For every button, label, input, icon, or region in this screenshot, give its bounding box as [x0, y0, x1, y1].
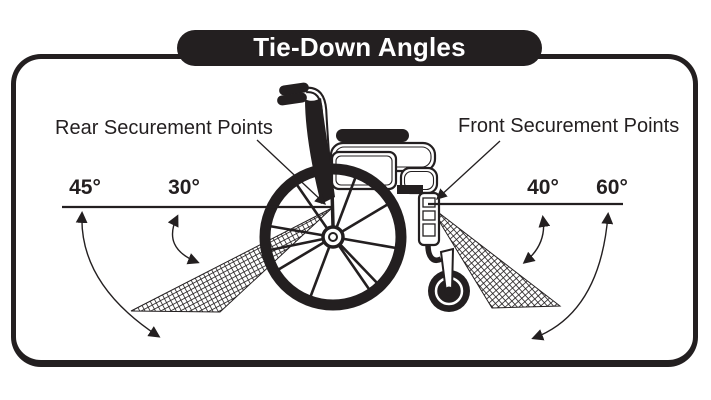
title-capsule: Tie-Down Angles	[177, 30, 542, 66]
armrest-pad	[336, 129, 409, 142]
front-leader-line	[435, 140, 501, 200]
diagram-title: Tie-Down Angles	[253, 32, 466, 62]
rear-outer-angle-value: 45°	[69, 176, 101, 199]
caster-fork	[425, 244, 443, 263]
rear-securement-label: Rear Securement Points	[55, 117, 273, 139]
front-angle-zone-wedge	[429, 205, 562, 309]
arc-40-degrees	[522, 215, 551, 264]
seat-front-bar	[397, 185, 423, 194]
front-inner-angle-value: 40°	[527, 176, 559, 199]
arc-30-degrees	[167, 214, 200, 265]
front-post	[417, 191, 441, 247]
push-handle-grips	[277, 82, 309, 106]
wheelchair-illustration	[259, 82, 470, 312]
wheel-hub	[321, 225, 345, 249]
caster-wheel	[428, 247, 470, 312]
rear-leader-line	[256, 139, 327, 205]
rear-angle-zone-wedge	[130, 207, 333, 313]
arc-60-degrees	[531, 212, 614, 341]
rear-wheel	[259, 163, 407, 311]
front-outer-angle-value: 60°	[596, 176, 628, 199]
rear-inner-angle-value: 30°	[168, 176, 200, 199]
front-securement-label: Front Securement Points	[458, 115, 680, 137]
backrest	[305, 98, 335, 204]
arc-45-degrees	[75, 211, 161, 338]
